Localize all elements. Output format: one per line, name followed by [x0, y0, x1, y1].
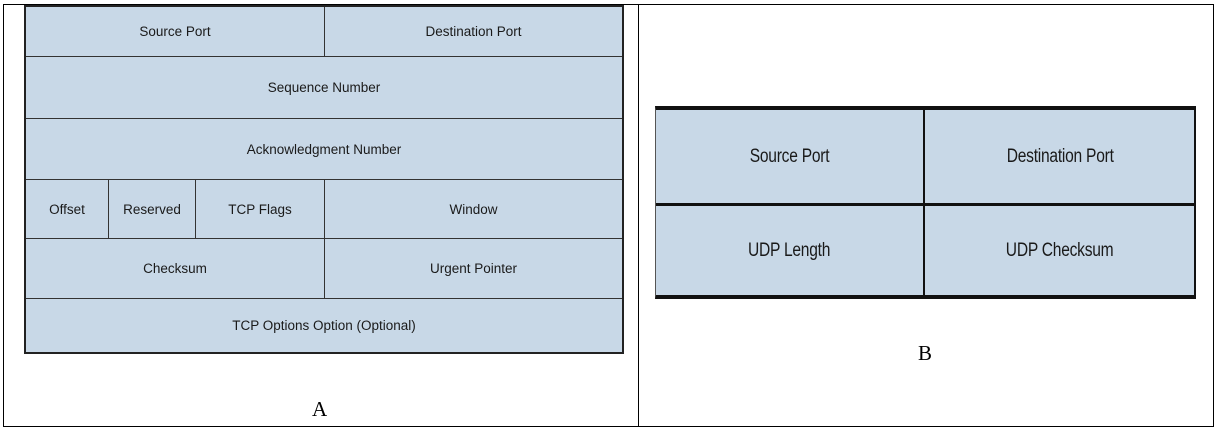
tcp-source-port-field: Source Port	[26, 7, 325, 57]
tcp-acknowledgment-number-field: Acknowledgment Number	[26, 119, 622, 180]
udp-row-divider	[656, 203, 1194, 206]
tcp-offset-field: Offset	[26, 180, 109, 239]
tcp-reserved-field: Reserved	[109, 180, 196, 239]
tcp-flags-field: TCP Flags	[196, 180, 325, 239]
udp-column-divider	[923, 110, 925, 295]
udp-checksum-field: UDP Checksum	[1006, 239, 1114, 261]
udp-source-port-field: Source Port	[749, 145, 830, 167]
caption-a: A	[312, 397, 328, 421]
tcp-urgent-pointer-field: Urgent Pointer	[325, 239, 622, 299]
panel-divider	[638, 4, 639, 427]
tcp-window-field: Window	[325, 180, 622, 239]
tcp-sequence-number-field: Sequence Number	[26, 57, 622, 119]
udp-header-diagram: Source Port Destination Port UDP Length …	[655, 106, 1196, 299]
figure-frame	[3, 4, 1214, 427]
tcp-checksum-field: Checksum	[26, 239, 325, 299]
udp-destination-port-field: Destination Port	[1006, 145, 1114, 167]
udp-length-field: UDP Length	[748, 239, 831, 261]
tcp-header-diagram: Source Port Destination Port Sequence Nu…	[24, 5, 624, 354]
tcp-destination-port-field: Destination Port	[325, 7, 622, 57]
caption-b: B	[918, 341, 933, 365]
tcp-options-field: TCP Options Option (Optional)	[232, 318, 416, 333]
